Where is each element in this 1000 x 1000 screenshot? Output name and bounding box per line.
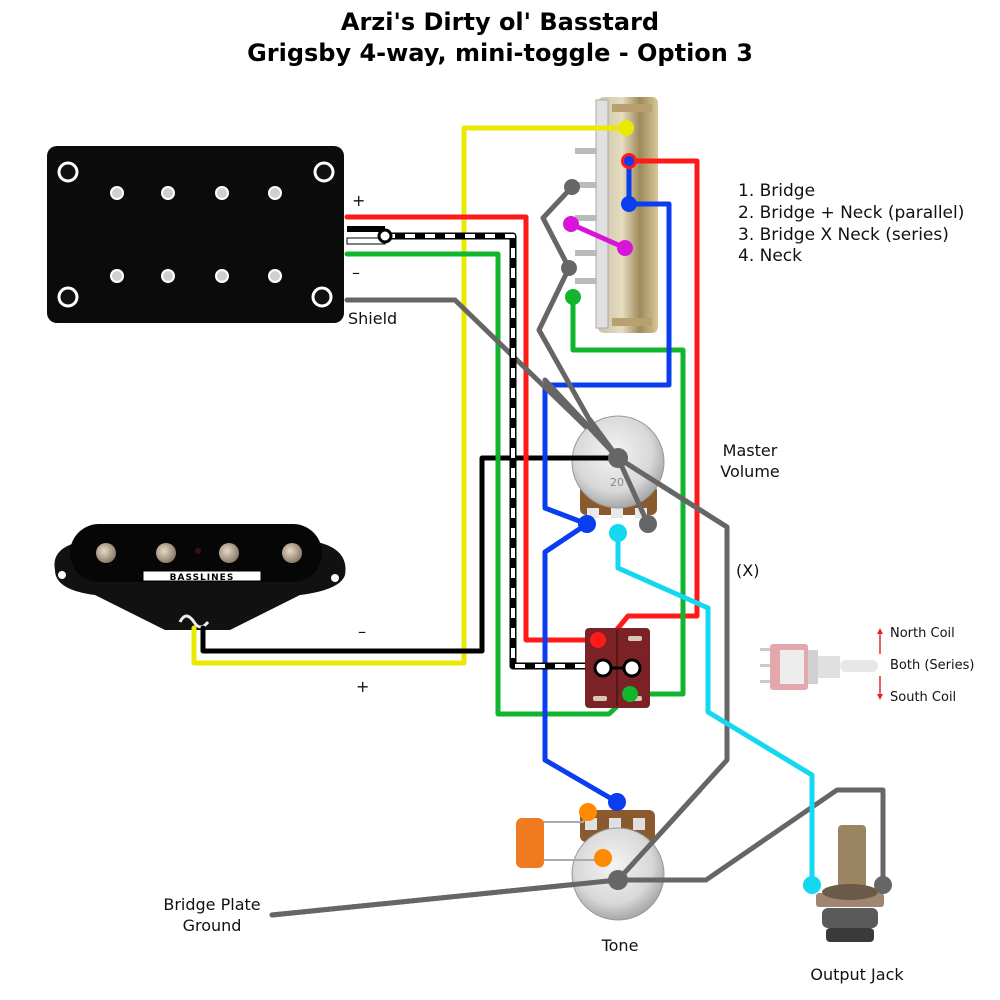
jack-sleeve-lug	[874, 876, 892, 894]
mounting-hole	[313, 161, 335, 183]
switch-position-3: 3. Bridge X Neck (series)	[738, 225, 949, 245]
shield-label: Shield	[348, 309, 397, 328]
cap-lug-2	[594, 849, 612, 867]
volume-input-lug	[578, 515, 596, 533]
humbucker-minus-label: –	[352, 263, 360, 282]
volume-ground-lug	[639, 515, 657, 533]
mini-toggle-switch	[585, 628, 650, 708]
mounting-hole	[311, 286, 333, 308]
green-wire-switch	[570, 294, 686, 697]
switch-terminals	[561, 120, 637, 305]
toggle-legend	[760, 644, 878, 690]
switch-positions-legend: 1. Bridge 2. Bridge + Neck (parallel) 3.…	[738, 181, 964, 266]
tone-label: Tone	[601, 936, 639, 955]
tone-ground-point	[608, 870, 628, 890]
tone-input-lug	[608, 793, 626, 811]
magenta-jumper	[568, 221, 628, 251]
pole-screw	[215, 269, 229, 283]
volume-ground-point	[608, 448, 628, 468]
master-volume-label-1: Master	[723, 441, 778, 460]
mounting-hole	[57, 286, 79, 308]
pole-screw	[268, 186, 282, 200]
pole-screw	[110, 269, 124, 283]
humbucker-plus-label: +	[352, 191, 365, 210]
pole-piece	[219, 543, 239, 563]
pole-screw	[268, 269, 282, 283]
output-jack	[816, 825, 884, 942]
single-coil-minus-label: –	[358, 622, 366, 641]
pole-piece	[96, 543, 116, 563]
master-volume-label-2: Volume	[720, 462, 780, 481]
tone-pot	[571, 810, 665, 921]
pole-piece	[156, 543, 176, 563]
brand-label: BASSLINES	[170, 573, 235, 583]
mounting-hole	[57, 161, 79, 183]
x-marker-label: (X)	[736, 561, 759, 580]
title-line-1: Arzi's Dirty ol' Basstard	[341, 8, 659, 36]
grigsby-4way-switch	[575, 97, 658, 333]
toggle-arrows	[877, 628, 883, 700]
toggle-north-label: North Coil	[890, 626, 955, 641]
single-coil-plus-label: +	[356, 677, 369, 696]
red-wire-switch	[607, 158, 700, 641]
pot-marking: 20	[610, 476, 624, 489]
title-line-2: Grigsby 4-way, mini-toggle - Option 3	[247, 39, 753, 67]
jack-tip-lug	[803, 876, 821, 894]
blue-wire-tone	[542, 521, 620, 805]
gray-wire-shield	[344, 297, 621, 461]
red-wire-humbucker	[344, 214, 601, 643]
pole-screw	[110, 186, 124, 200]
switch-position-4: 4. Neck	[738, 246, 802, 266]
pole-piece	[282, 543, 302, 563]
switch-position-1: 1. Bridge	[738, 181, 815, 201]
toggle-south-label: South Coil	[890, 690, 956, 705]
tone-ground-diag-overlay	[615, 787, 703, 883]
bridge-ground-label-1: Bridge Plate	[163, 895, 260, 914]
humbucker-pickup	[47, 146, 344, 323]
pole-screw	[161, 186, 175, 200]
cap-lug-1	[579, 803, 597, 821]
pole-screw	[161, 269, 175, 283]
yellow-wire	[191, 125, 629, 666]
volume-output-lug	[609, 524, 627, 542]
output-jack-label: Output Jack	[810, 965, 904, 984]
single-coil-pickup: BASSLINES	[54, 524, 346, 630]
bridge-ground-label-2: Ground	[183, 916, 242, 935]
cyan-wire	[615, 530, 815, 888]
pole-screw	[215, 186, 229, 200]
shielded-wire	[385, 234, 603, 668]
toggle-both-label: Both (Series)	[890, 658, 974, 673]
switch-position-2: 2. Bridge + Neck (parallel)	[738, 203, 964, 223]
